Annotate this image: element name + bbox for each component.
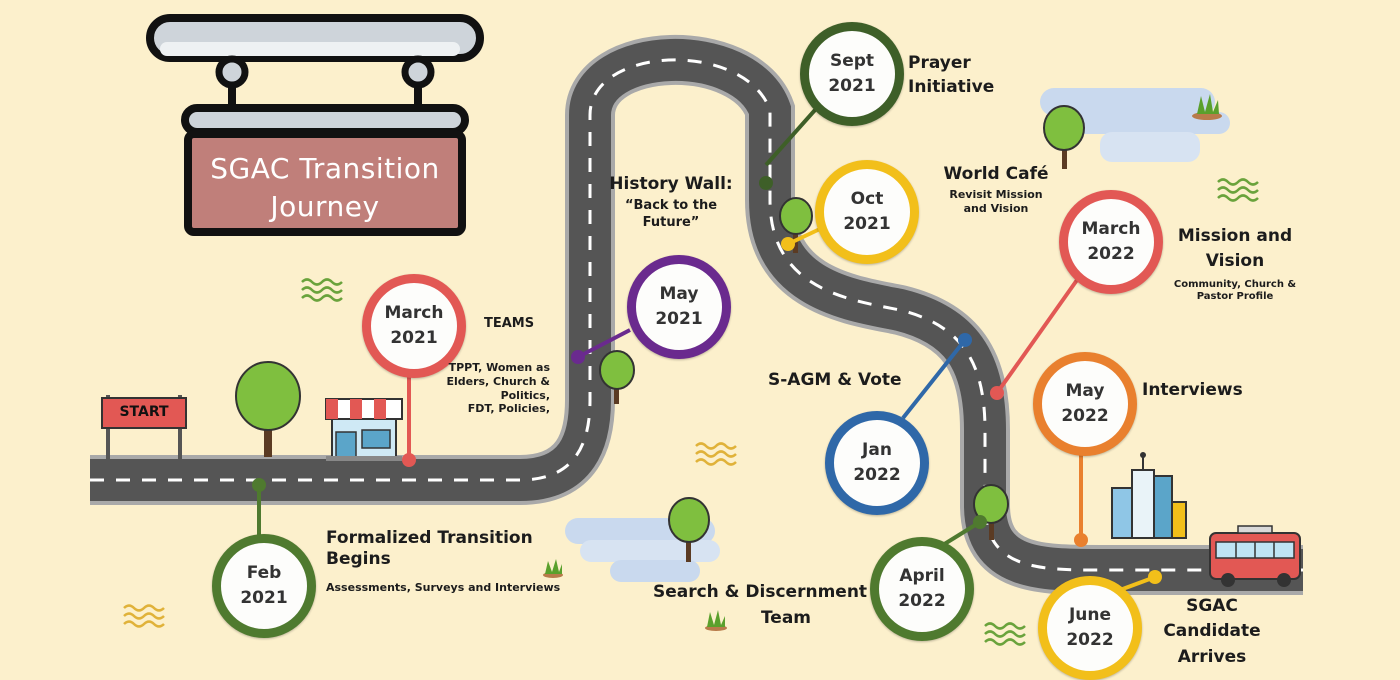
event-history-wall-title: History Wall: (596, 174, 746, 195)
wave-line (696, 460, 736, 465)
milestone-sept-2021: Sept 2021 (800, 22, 904, 126)
wave-line (302, 280, 342, 285)
milestone-may-2021: May 2021 (627, 255, 731, 359)
milestone-month: May (660, 282, 699, 308)
sign-title: SGAC Transition Journey (190, 150, 460, 226)
event-mission-vision-sub-l1: Community, Church & (1162, 279, 1308, 292)
bus-illustration (1210, 526, 1300, 587)
event-history-wall-sub-l1: “Back to the (596, 198, 746, 214)
milestone-month: Feb (247, 561, 282, 587)
milestone-month: June (1069, 603, 1111, 629)
wave-line (124, 614, 164, 619)
sign-title-line2: Journey (190, 188, 460, 226)
event-world-cafe-sub-l2: and Vision (930, 202, 1062, 216)
wave-line (985, 624, 1025, 629)
milestone-year: 2021 (240, 586, 287, 612)
wave-line (1218, 180, 1258, 185)
event-mission-vision: Mission and Vision Community, Church & P… (1162, 226, 1308, 304)
event-history-wall-sub-l2: Future” (596, 215, 746, 231)
event-history-wall: History Wall: “Back to the Future” (596, 174, 746, 231)
event-mission-vision-title-l1: Mission and (1162, 226, 1308, 247)
milestone-month: Oct (851, 187, 884, 213)
event-prayer-line2: Initiative (908, 77, 994, 98)
wave-line (985, 632, 1025, 637)
event-search-line2: Team (692, 608, 880, 629)
milestone-month: April (899, 564, 944, 590)
wave-line (124, 606, 164, 611)
milestone-april-2022: April 2022 (870, 537, 974, 641)
milestone-year: 2021 (843, 212, 890, 238)
shop-illustration (326, 399, 402, 461)
milestone-month: March (1082, 217, 1141, 243)
event-formalized-title-l2: Begins (326, 549, 560, 570)
wave-line (302, 288, 342, 293)
tree-small-3 (1044, 106, 1084, 169)
start-label: START (102, 404, 186, 422)
event-mission-vision-title-l2: Vision (1162, 251, 1308, 272)
event-candidate: SGAC Candidate Arrives (1160, 596, 1264, 668)
event-formalized-title-l1: Formalized Transition (326, 528, 560, 549)
tree-large (236, 362, 300, 457)
event-teams-title: TEAMS (484, 316, 534, 332)
wave-line (302, 296, 342, 301)
milestone-year: 2021 (390, 326, 437, 352)
wave-line (124, 622, 164, 627)
event-search: Search & Discernment Team (640, 582, 880, 630)
event-teams-sub: TPPT, Women as Elders, Church & Politics… (420, 361, 550, 416)
event-world-cafe-sub-l1: Revisit Mission (930, 188, 1062, 202)
sign-title-line1: SGAC Transition (190, 150, 460, 188)
milestone-year: 2022 (1066, 628, 1113, 654)
milestone-may-2022: May 2022 (1033, 352, 1137, 456)
event-interviews: Interviews (1142, 380, 1243, 401)
event-teams-sub-l3: Politics, (420, 389, 550, 403)
milestone-year: 2022 (1087, 242, 1134, 268)
milestone-march-2022: March 2022 (1059, 190, 1163, 294)
milestone-month: Jan (862, 438, 892, 464)
wave-line (985, 640, 1025, 645)
milestone-year: 2022 (1061, 404, 1108, 430)
event-sagm: S-AGM & Vote (768, 370, 902, 391)
milestone-year: 2021 (655, 307, 702, 333)
milestone-month: Sept (830, 49, 874, 75)
wave-line (1218, 196, 1258, 201)
milestone-june-2022: June 2022 (1038, 576, 1142, 680)
event-prayer-line1: Prayer (908, 53, 994, 74)
event-candidate-line3: Arrives (1160, 647, 1264, 668)
event-mission-vision-sub-l2: Pastor Profile (1162, 291, 1308, 304)
milestone-month: May (1066, 379, 1105, 405)
event-formalized: Formalized Transition Begins Assessments… (326, 528, 560, 594)
milestone-oct-2021: Oct 2021 (815, 160, 919, 264)
wave-line (696, 444, 736, 449)
event-search-line1: Search & Discernment (640, 582, 880, 603)
event-teams-sub-l4: FDT, Policies, (420, 402, 550, 416)
milestone-year: 2022 (898, 589, 945, 615)
event-world-cafe: World Café Revisit Mission and Vision (930, 164, 1062, 216)
wave-line (1218, 188, 1258, 193)
milestone-feb-2021: Feb 2021 (212, 534, 316, 638)
event-candidate-line1: SGAC (1160, 596, 1264, 617)
city-illustration (1112, 452, 1186, 538)
event-world-cafe-title: World Café (930, 164, 1062, 185)
milestone-year: 2022 (853, 463, 900, 489)
event-candidate-line2: Candidate (1160, 621, 1264, 642)
milestone-month: March (385, 301, 444, 327)
wave-line (696, 452, 736, 457)
event-prayer: Prayer Initiative (908, 53, 994, 99)
event-formalized-sub: Assessments, Surveys and Interviews (326, 581, 560, 595)
event-teams-sub-l1: TPPT, Women as (420, 361, 550, 375)
event-teams-sub-l2: Elders, Church & (420, 375, 550, 389)
milestone-year: 2021 (828, 74, 875, 100)
milestone-jan-2022: Jan 2022 (825, 411, 929, 515)
